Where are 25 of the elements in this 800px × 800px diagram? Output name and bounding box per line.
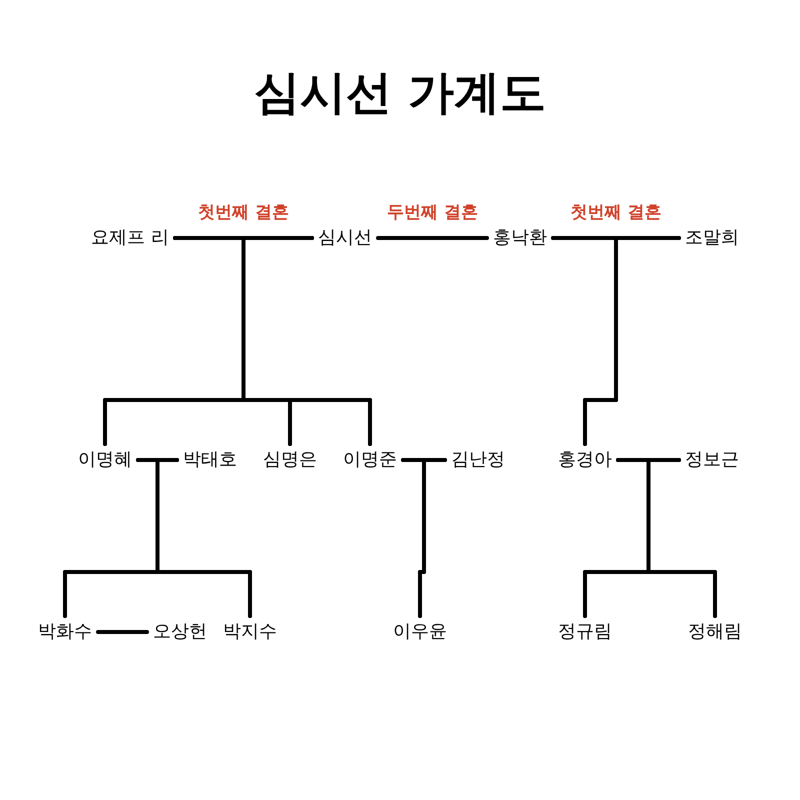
connector-line	[96, 630, 149, 634]
person-name: 정보근	[683, 448, 741, 472]
connector-line	[376, 236, 489, 240]
person-name: 홍낙환	[491, 226, 549, 250]
connector-line	[418, 458, 447, 618]
person-name: 이명혜	[76, 448, 134, 472]
person-name: 홍경아	[556, 448, 614, 472]
person-name: 심시선	[316, 226, 374, 250]
diagram-title: 심시선 가계도	[254, 64, 546, 121]
person-name: 정해림	[686, 620, 744, 644]
person-name: 정규림	[556, 620, 614, 644]
connector-line	[646, 458, 717, 618]
person-name: 이명준	[341, 448, 399, 472]
person-name: 김난정	[449, 448, 507, 472]
person-name: 오상헌	[151, 620, 209, 644]
person-name: 박지수	[221, 620, 279, 644]
person-name: 이우윤	[391, 620, 449, 644]
person-name: 요제프 리	[89, 226, 171, 250]
person-name: 심명은	[261, 448, 319, 472]
connector-line	[583, 236, 681, 446]
person-name: 조말희	[683, 226, 741, 250]
person-name: 박태호	[181, 448, 239, 472]
person-name: 박화수	[36, 620, 94, 644]
connector-line	[156, 458, 252, 618]
connector-line	[242, 236, 372, 446]
